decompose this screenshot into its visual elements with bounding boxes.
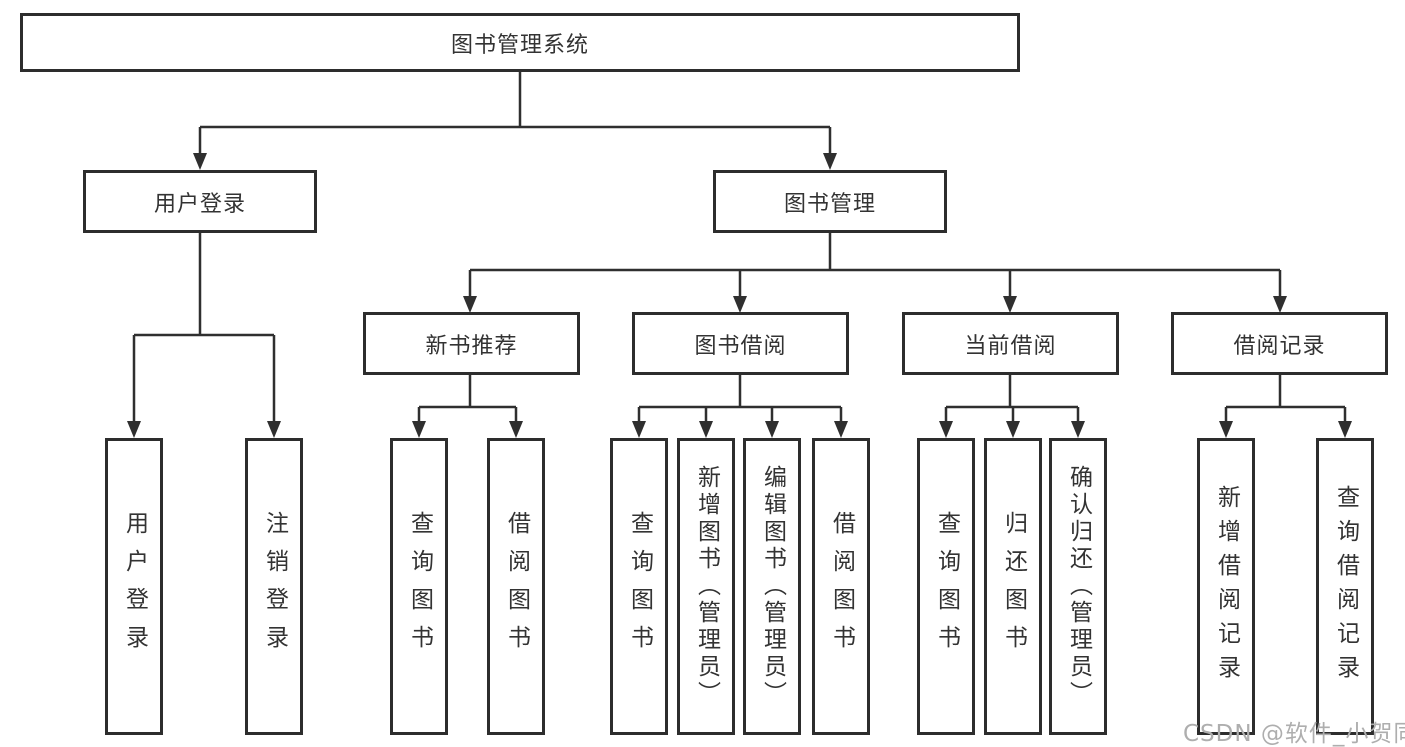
node-label: 新增图书（管理员） — [693, 465, 720, 708]
node-label: 当前借阅 — [964, 333, 1057, 359]
leaf-borrow-books-recommend: 借阅图书 — [487, 438, 545, 735]
node-label: 归还图书 — [1000, 510, 1027, 663]
leaf-edit-book-admin: 编辑图书（管理员） — [743, 438, 801, 735]
leaf-borrow-books: 借阅图书 — [812, 438, 870, 735]
node-book-management: 图书管理 — [713, 170, 947, 233]
node-borrow-records: 借阅记录 — [1171, 312, 1388, 375]
node-label: 借阅图书 — [828, 510, 855, 663]
csdn-watermark: CSDN @软件_小贺同学 — [1183, 721, 1405, 747]
leaf-add-book-admin: 新增图书（管理员） — [677, 438, 735, 735]
node-user-login: 用户登录 — [83, 170, 317, 233]
node-label: 编辑图书（管理员） — [759, 465, 786, 708]
leaf-confirm-return-admin: 确认归还（管理员） — [1049, 438, 1107, 735]
node-label: 图书借阅 — [694, 333, 787, 359]
node-label: 查询借阅记录 — [1332, 484, 1359, 689]
node-label: 借阅图书 — [503, 510, 530, 663]
node-label: 确认归还（管理员） — [1065, 465, 1092, 708]
leaf-query-books-recommend: 查询图书 — [390, 438, 448, 735]
node-label: 新书推荐 — [425, 333, 518, 359]
node-label: 查询图书 — [626, 510, 653, 663]
node-label: 查询图书 — [933, 510, 960, 663]
node-current-borrow: 当前借阅 — [902, 312, 1119, 375]
leaf-query-books-current: 查询图书 — [917, 438, 975, 735]
node-label: 用户登录 — [121, 510, 148, 663]
node-label: 用户登录 — [153, 191, 246, 217]
node-label: 注销登录 — [261, 510, 288, 663]
node-label: 查询图书 — [406, 510, 433, 663]
leaf-logout: 注销登录 — [245, 438, 303, 735]
node-label: 新增借阅记录 — [1213, 484, 1240, 689]
node-label: 图书管理 — [783, 191, 876, 217]
leaf-query-borrow-record: 查询借阅记录 — [1316, 438, 1374, 735]
leaf-query-books-borrow: 查询图书 — [610, 438, 668, 735]
leaf-return-books: 归还图书 — [984, 438, 1042, 735]
node-library-management-system: 图书管理系统 — [20, 13, 1020, 72]
node-label: 图书管理系统 — [450, 32, 589, 58]
node-new-book-recommend: 新书推荐 — [363, 312, 580, 375]
node-book-borrow: 图书借阅 — [632, 312, 849, 375]
leaf-user-login: 用户登录 — [105, 438, 163, 735]
node-label: 借阅记录 — [1233, 333, 1326, 359]
leaf-add-borrow-record: 新增借阅记录 — [1197, 438, 1255, 735]
